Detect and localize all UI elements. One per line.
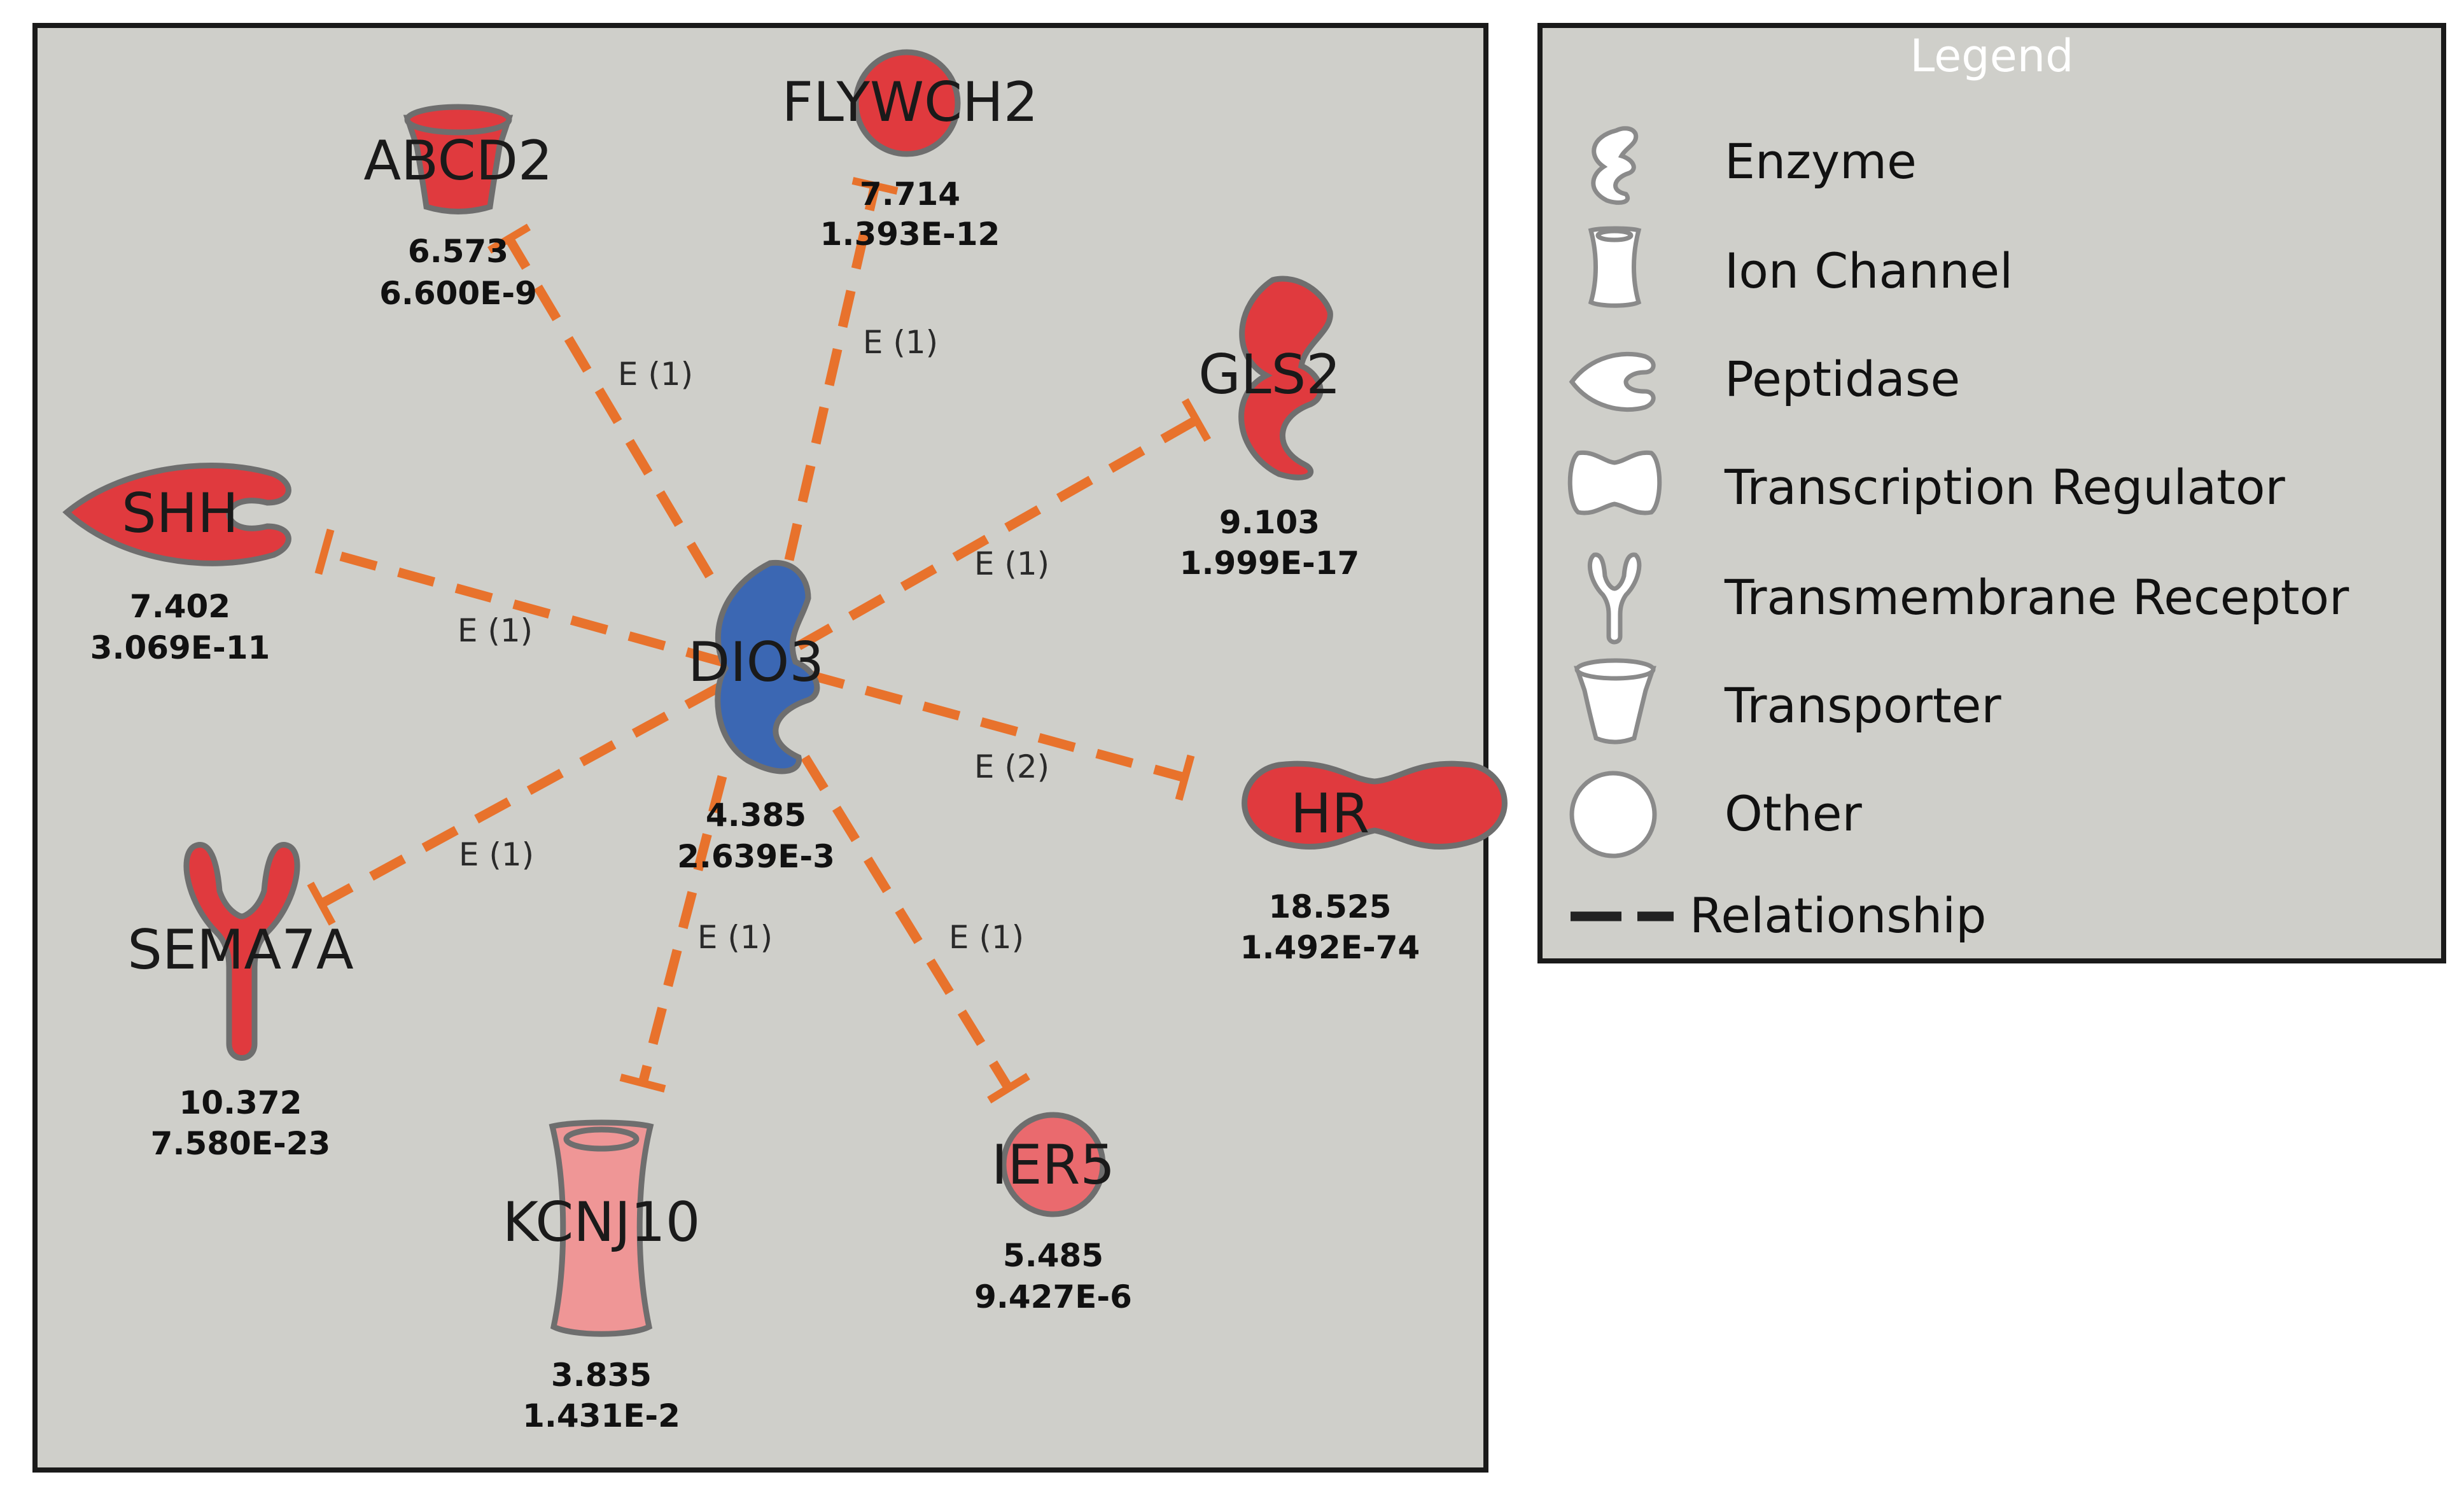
edge-terminator-flywch2 [851, 177, 899, 195]
edge-dio3-abcd2[interactable] [505, 236, 714, 578]
node-value2: 1.393E-12 [820, 216, 1000, 253]
node-abcd2[interactable]: ABCD2 6.573 6.600E-9 [363, 104, 553, 312]
node-gls2[interactable]: GLS2 9.103 1.999E-17 [1180, 276, 1360, 582]
legend-label-transmembrane-receptor: Transmembrane Receptor [1724, 569, 2349, 626]
other-icon [1569, 771, 1657, 858]
edge-dio3-kcnj10[interactable] [638, 775, 727, 1084]
node-ier5[interactable]: IER5 5.485 9.427E-6 [974, 1112, 1132, 1315]
edge-dio3-shh[interactable] [323, 547, 724, 667]
transcription-regulator-icon [1567, 450, 1662, 515]
edge-label-ier5: E (1) [949, 919, 1024, 956]
transporter-icon [1574, 666, 1656, 745]
other-shape [853, 49, 961, 157]
legend-label-other: Other [1725, 785, 1863, 842]
edge-terminator-kcnj10 [619, 1074, 666, 1093]
node-value1: 9.103 [1219, 504, 1320, 541]
node-value1: 3.835 [551, 1357, 652, 1394]
edge-dio3-ier5[interactable] [801, 755, 1013, 1091]
edge-label-abcd2: E (1) [618, 356, 693, 393]
edge-terminator-gls2 [1182, 398, 1211, 442]
node-label: DIO3 [688, 631, 824, 694]
legend-label-transcription-regulator: Transcription Regulator [1724, 459, 2286, 515]
edge-dio3-flywch2[interactable] [784, 185, 880, 561]
edge-dio3-hr[interactable] [807, 669, 1186, 783]
node-value2: 9.427E-6 [974, 1278, 1132, 1315]
node-value1: 7.714 [860, 176, 960, 213]
edge-terminator-hr [1175, 754, 1195, 801]
node-label: KCNJ10 [503, 1191, 701, 1254]
node-shh[interactable]: SHH 7.402 3.069E-11 [62, 463, 291, 667]
node-kcnj10[interactable]: KCNJ10 3.835 1.431E-2 [503, 1119, 701, 1434]
transcription-regulator-shape [1242, 760, 1508, 850]
legend-title: Legend [1910, 30, 2073, 82]
edge-dio3-sema7a[interactable] [319, 683, 722, 908]
edge-terminator-sema7a [307, 881, 336, 926]
node-value1: 18.525 [1269, 888, 1392, 925]
edge-label-flywch2: E (1) [863, 324, 938, 361]
legend-label-peptidase: Peptidase [1725, 351, 1960, 407]
legend-panel [1537, 23, 2446, 963]
node-sema7a[interactable]: SEMA7A 10.372 7.580E-23 [127, 842, 354, 1162]
node-value1: 7.402 [130, 588, 230, 625]
node-value2: 1.431E-2 [522, 1397, 680, 1434]
transporter-icon-rim [1574, 658, 1656, 681]
ion-channel-shape [549, 1119, 654, 1337]
node-label: IER5 [991, 1133, 1115, 1197]
edge-terminator-ier5 [987, 1073, 1030, 1103]
legend-label-ion-channel: Ion Channel [1725, 242, 2013, 299]
node-value2: 3.069E-11 [90, 629, 270, 666]
ion-channel-icon [1588, 226, 1642, 308]
enzyme-shape [1238, 276, 1333, 480]
node-value1: 10.372 [179, 1084, 302, 1121]
edge-label-sema7a: E (1) [459, 836, 534, 873]
edge-terminator-shh [314, 528, 335, 575]
transmembrane-receptor-icon [1587, 552, 1642, 645]
node-label: GLS2 [1198, 343, 1341, 407]
node-value1: 5.485 [1003, 1237, 1103, 1274]
ion-channel-icon-rim [1595, 228, 1634, 242]
enzyme-icon [1591, 126, 1639, 205]
other-shape [1000, 1112, 1106, 1217]
legend-label-relationship: Relationship [1690, 887, 1987, 944]
node-value2: 1.999E-17 [1180, 545, 1360, 582]
edge-dio3-gls2[interactable] [796, 416, 1199, 650]
node-value1: 6.573 [408, 233, 508, 270]
node-label: HR [1291, 782, 1369, 846]
ion-channel-rim [563, 1126, 640, 1152]
node-label: FLYWCH2 [782, 71, 1039, 134]
edge-label-hr: E (2) [974, 748, 1049, 785]
edge-labels-layer: E (1) E (1) E (1) E (1) E (2) E (1) E (1) E (1) [458, 324, 1049, 956]
node-value2: 7.580E-23 [151, 1125, 331, 1162]
node-value2: 2.639E-3 [677, 838, 835, 875]
legend-label-enzyme: Enzyme [1725, 133, 1917, 190]
node-label: SEMA7A [127, 918, 354, 982]
transmembrane-receptor-shape [183, 842, 300, 1061]
node-value1: 4.385 [706, 797, 806, 834]
edge-label-kcnj10: E (1) [697, 919, 773, 956]
peptidase-shape [62, 463, 291, 566]
node-label: ABCD2 [363, 129, 552, 193]
node-label: SHH [122, 482, 239, 545]
node-hr[interactable]: HR 18.525 1.492E-74 [1240, 760, 1508, 966]
edges-layer [307, 177, 1211, 1103]
edge-label-shh: E (1) [458, 612, 533, 649]
edge-terminator-abcd2 [487, 223, 531, 254]
transporter-shape [403, 115, 514, 214]
node-value2: 1.492E-74 [1240, 929, 1420, 966]
edge-label-gls2: E (1) [974, 545, 1049, 582]
peptidase-icon [1569, 351, 1656, 412]
node-dio3[interactable]: DIO3 4.385 2.639E-3 [677, 559, 835, 875]
enzyme-shape [715, 559, 820, 774]
legend-label-transporter: Transporter [1724, 677, 2001, 734]
transporter-rim [404, 104, 512, 136]
node-value2: 6.600E-9 [379, 275, 537, 312]
node-flywch2[interactable]: FLYWCH2 7.714 1.393E-12 [782, 49, 1039, 253]
